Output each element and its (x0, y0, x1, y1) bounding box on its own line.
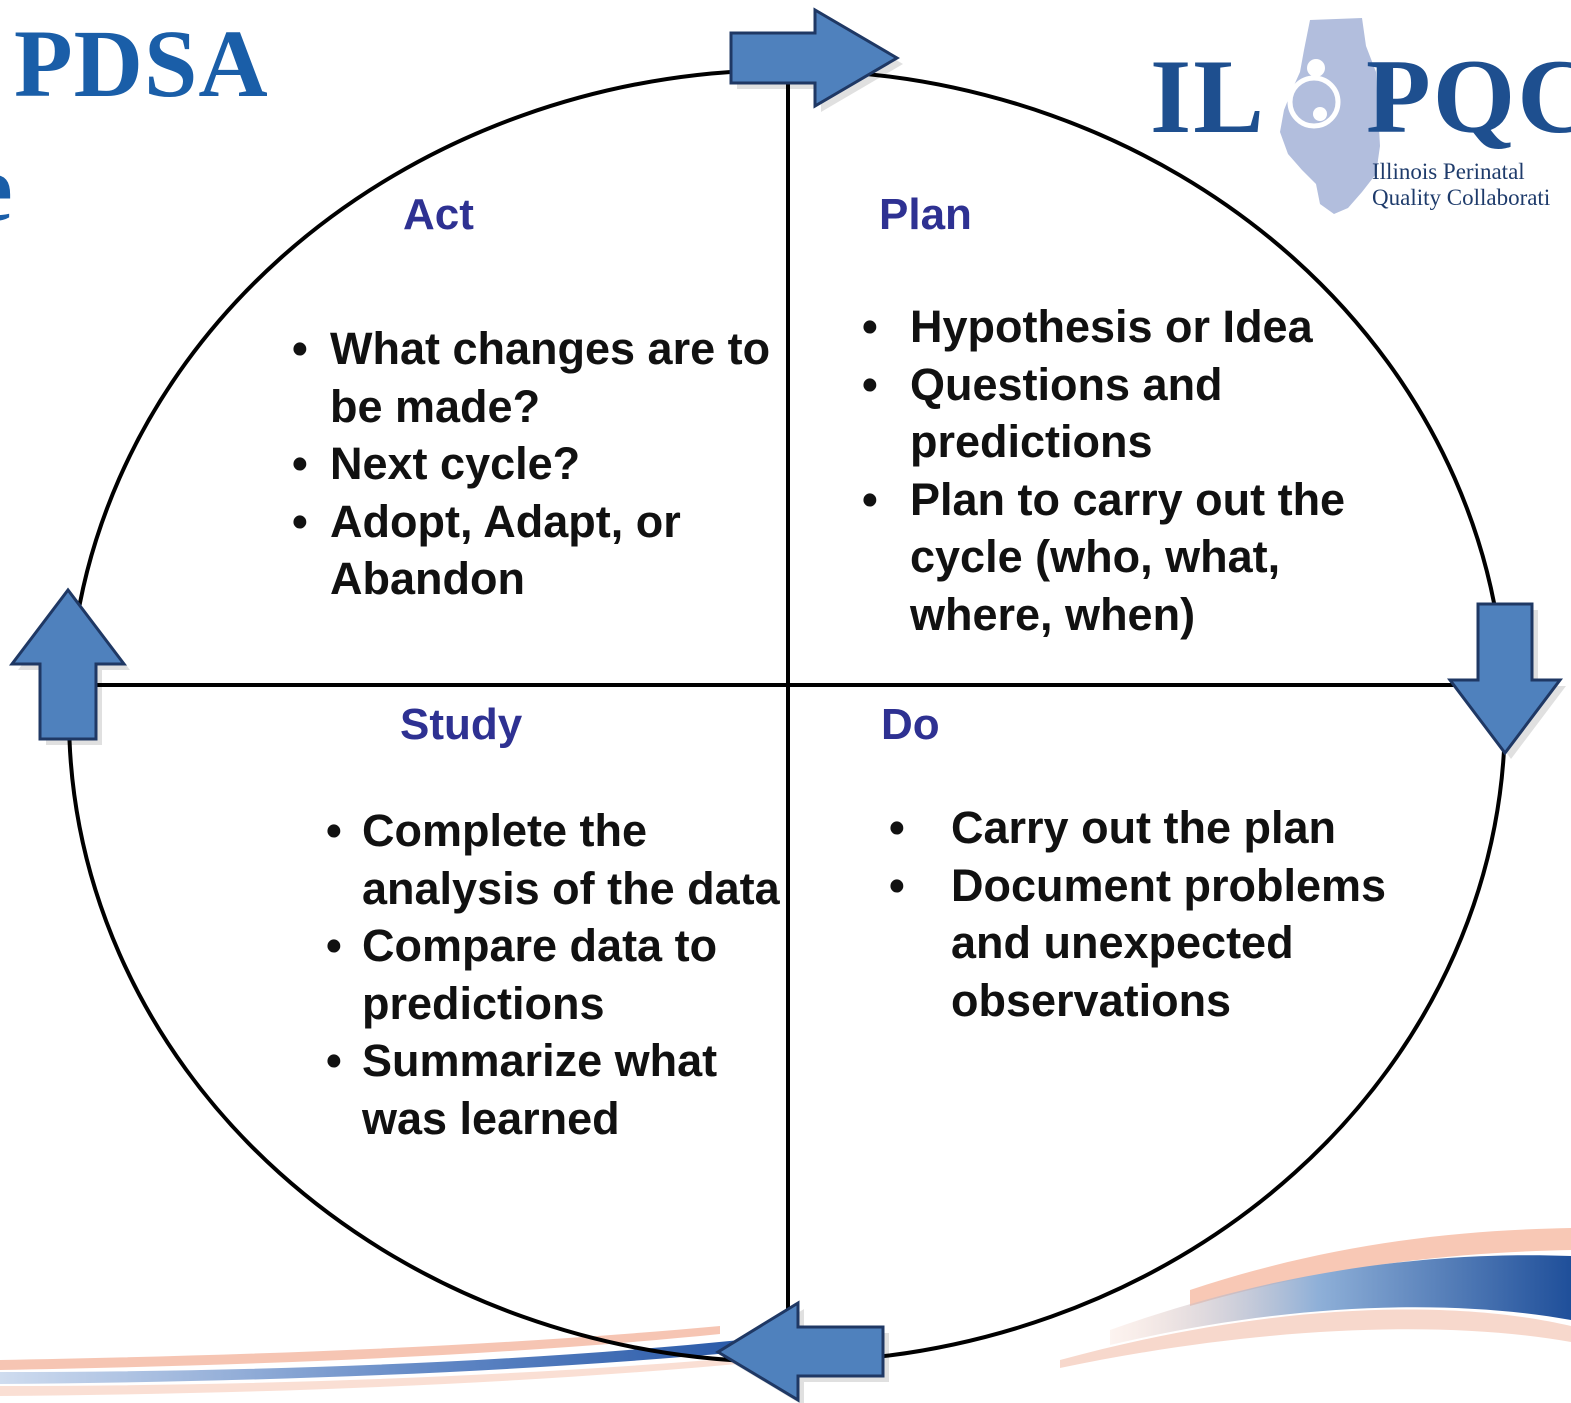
study-item: Summarize what was learned (326, 1032, 782, 1147)
background-swoosh-left (0, 1326, 760, 1396)
slide-title-fragment: e (0, 140, 13, 236)
act-item: Next cycle? (292, 435, 780, 493)
logo-org-name-line-1: Illinois Perinatal (1372, 159, 1525, 184)
ilpqc-logo: IL PQC Illinois Perinatal Quality Collab… (1140, 14, 1571, 224)
do-item: Document problems and unexpected observa… (889, 857, 1451, 1030)
study-list: Complete the analysis of the data Compar… (326, 802, 782, 1147)
right-arrow-icon (729, 7, 903, 112)
plan-item: Plan to carry out the cycle (who, what, … (862, 471, 1430, 644)
logo-abbr-right: PQC (1366, 38, 1571, 155)
plan-item: Questions and predictions (862, 356, 1430, 471)
do-list: Carry out the plan Document problems and… (889, 799, 1451, 1030)
act-list: What changes are to be made? Next cycle?… (292, 320, 780, 608)
act-item: What changes are to be made? (292, 320, 780, 435)
study-item: Compare data to predictions (326, 917, 782, 1032)
logo-org-name-line-2: Quality Collaborati (1372, 185, 1551, 210)
mother-child-icon (1287, 75, 1341, 129)
plan-item: Hypothesis or Idea (862, 298, 1430, 356)
illinois-map-icon (1280, 18, 1380, 214)
down-arrow-icon (1446, 602, 1566, 759)
up-arrow-icon (8, 587, 130, 745)
study-title: Study (400, 700, 523, 749)
logo-abbr-left: IL (1150, 38, 1266, 155)
background-swoosh-right (1060, 1228, 1571, 1368)
slide-title: PDSA (14, 10, 269, 117)
do-item: Carry out the plan (889, 799, 1451, 857)
plan-title: Plan (879, 190, 972, 239)
left-arrow-icon (715, 1300, 889, 1403)
act-item: Adopt, Adapt, or Abandon (292, 493, 780, 608)
study-item: Complete the analysis of the data (326, 802, 782, 917)
act-title: Act (403, 190, 474, 239)
plan-list: Hypothesis or Idea Questions and predict… (862, 298, 1430, 644)
do-title: Do (881, 700, 940, 749)
